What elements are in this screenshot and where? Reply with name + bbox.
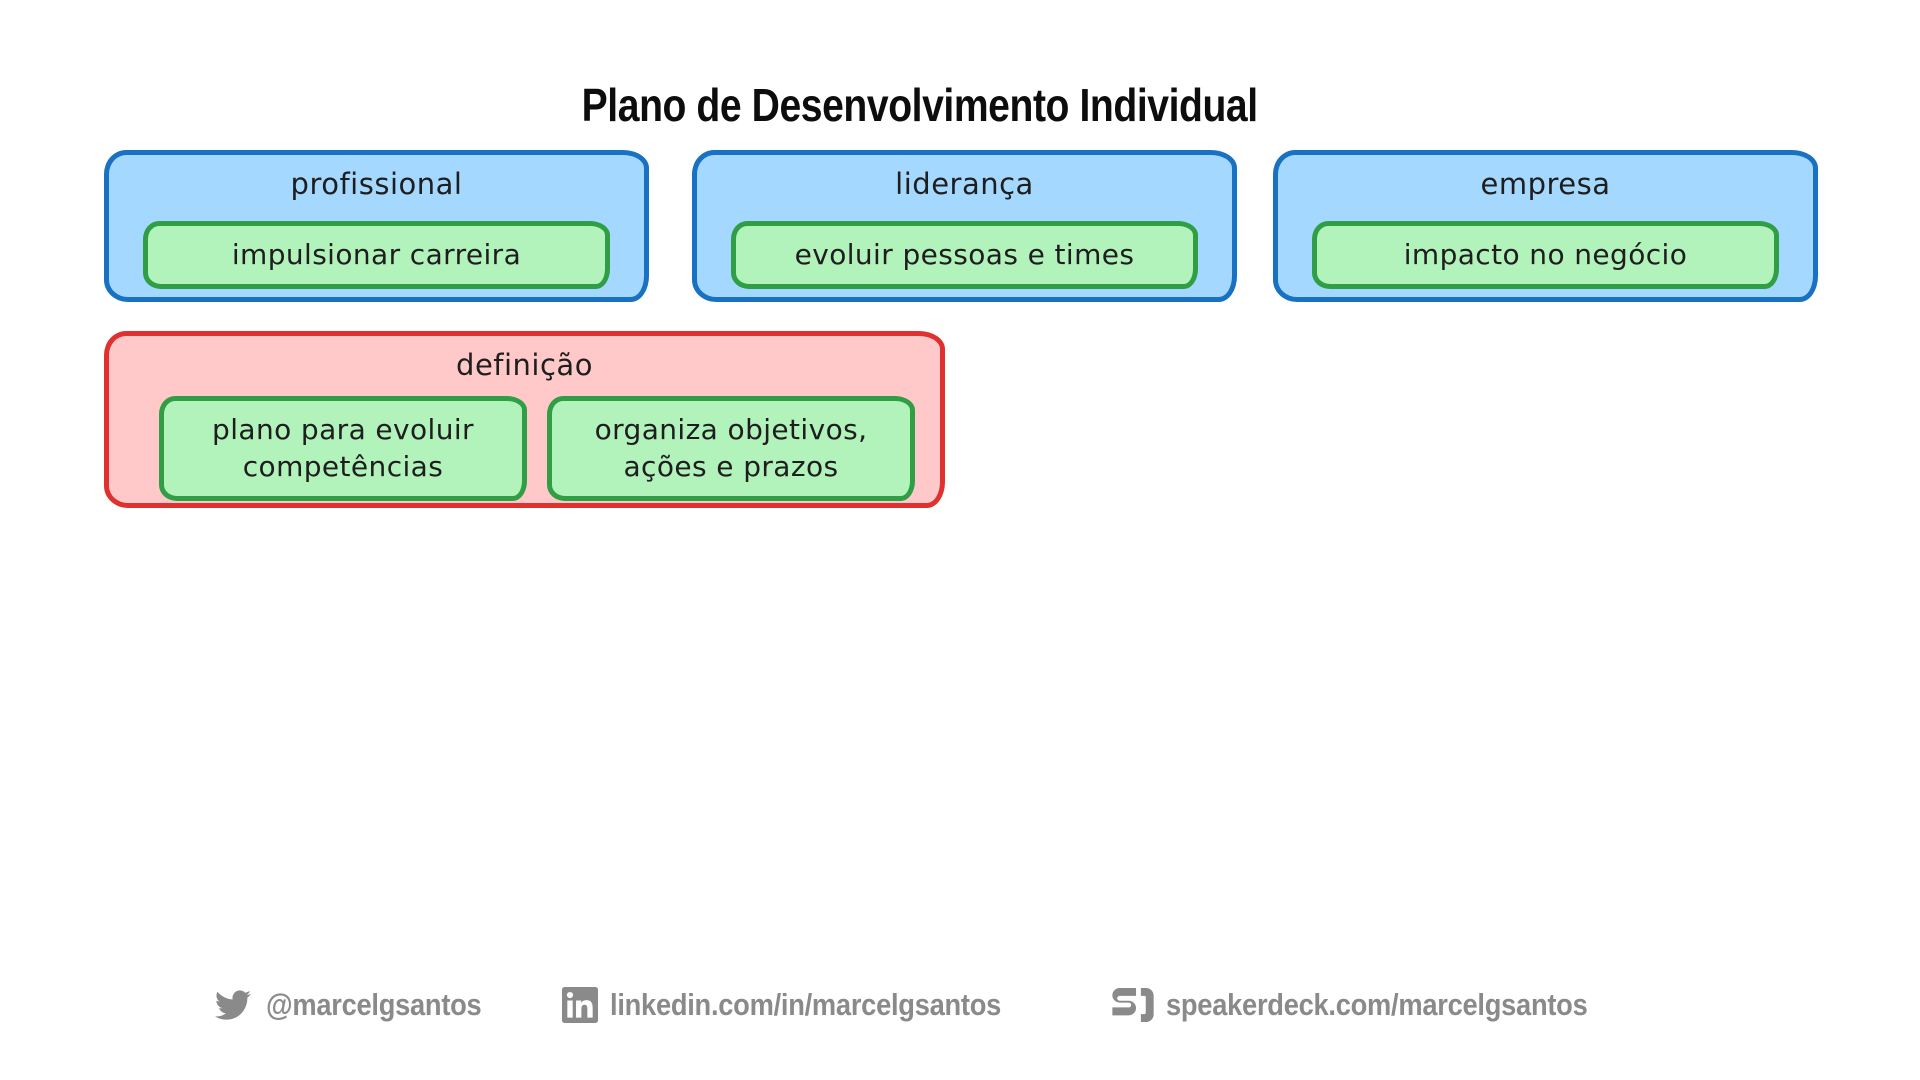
goal-pill: evoluir pessoas e times (731, 221, 1198, 289)
goal-pill: impulsionar carreira (143, 221, 610, 289)
linkedin-url: linkedin.com/in/marcelgsantos (610, 987, 1002, 1022)
card-definicao: definição plano para evoluir competência… (104, 331, 945, 508)
page-title: Plano de Desenvolvimento Individual (0, 78, 1840, 132)
speakerdeck-icon (1112, 988, 1154, 1022)
goal-pill: impacto no negócio (1312, 221, 1779, 289)
card-empresa: empresa impacto no negócio (1273, 150, 1818, 302)
card-label: definição (456, 348, 593, 382)
card-profissional: profissional impulsionar carreira (104, 150, 649, 302)
footer-twitter: @marcelgsantos (212, 983, 511, 1027)
card-label: profissional (290, 167, 463, 201)
card-label: liderança (895, 167, 1034, 201)
twitter-handle: @marcelgsantos (266, 987, 482, 1022)
linkedin-icon (562, 987, 598, 1023)
card-lideranca: liderança evoluir pessoas e times (692, 150, 1237, 302)
speakerdeck-url: speakerdeck.com/marcelgsantos (1166, 987, 1588, 1022)
twitter-icon (212, 987, 254, 1023)
definition-pill: plano para evoluir competências (159, 396, 527, 501)
definition-pill: organiza objetivos, ações e prazos (547, 396, 915, 501)
footer-linkedin: linkedin.com/in/marcelgsantos (562, 983, 1054, 1027)
card-label: empresa (1480, 167, 1611, 201)
footer-speakerdeck: speakerdeck.com/marcelgsantos (1112, 983, 1645, 1027)
page-title-text: Plano de Desenvolvimento Individual (581, 79, 1259, 131)
